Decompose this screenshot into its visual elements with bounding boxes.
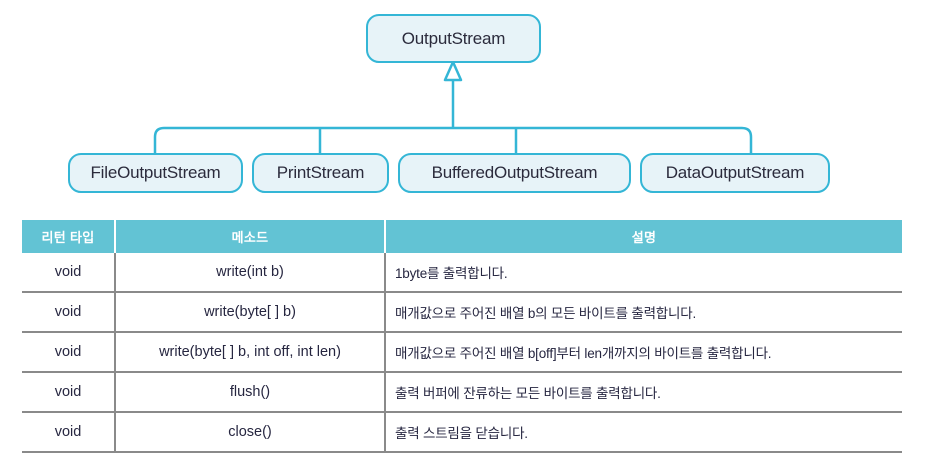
cell-return-type: void <box>22 412 116 453</box>
cell-return-type: void <box>22 372 116 413</box>
cell-return-type: void <box>22 332 116 373</box>
inheritance-arrowhead-icon <box>443 60 463 82</box>
cell-method: write(byte[ ] b, int off, int len) <box>115 332 386 373</box>
class-box-dataoutputstream[interactable]: DataOutputStream <box>640 153 830 193</box>
cell-description: 출력 스트림을 닫습니다. <box>385 412 902 453</box>
column-header-method: 메소드 <box>115 220 386 253</box>
class-box-label: OutputStream <box>401 28 506 48</box>
table-row: void write(int b) 1byte를 출력합니다. <box>22 253 902 293</box>
table-row: void close() 출력 스트림을 닫습니다. <box>22 412 902 453</box>
table-row: void flush() 출력 버퍼에 잔류하는 모든 바이트를 출력합니다. <box>22 372 902 413</box>
diagram-connectors <box>153 60 753 155</box>
class-box-label: FileOutputStream <box>90 163 221 182</box>
cell-method: flush() <box>115 372 386 413</box>
connector-bar <box>153 126 753 155</box>
class-box-printstream[interactable]: PrintStream <box>252 153 389 193</box>
class-box-outputstream[interactable]: OutputStream <box>366 14 541 63</box>
column-header-description: 설명 <box>385 220 902 253</box>
cell-method: write(byte[ ] b) <box>115 292 386 333</box>
class-box-bufferedoutputstream[interactable]: BufferedOutputStream <box>398 153 631 193</box>
class-box-label: DataOutputStream <box>665 163 805 182</box>
class-box-fileoutputstream[interactable]: FileOutputStream <box>68 153 243 193</box>
cell-return-type: void <box>22 253 116 293</box>
table-header-row: 리턴 타입 메소드 설명 <box>22 220 902 253</box>
class-hierarchy-diagram: OutputStream FileOutputStream PrintStrea… <box>0 0 940 210</box>
table-row: void write(byte[ ] b, int off, int len) … <box>22 332 902 373</box>
cell-method: write(int b) <box>115 253 386 293</box>
cell-description: 출력 버퍼에 잔류하는 모든 바이트를 출력합니다. <box>385 372 902 413</box>
cell-description: 매개값으로 주어진 배열 b의 모든 바이트를 출력합니다. <box>385 292 902 333</box>
class-box-label: PrintStream <box>276 163 365 182</box>
cell-description: 매개값으로 주어진 배열 b[off]부터 len개까지의 바이트를 출력합니다… <box>385 332 902 373</box>
cell-return-type: void <box>22 292 116 333</box>
column-header-return-type: 리턴 타입 <box>22 220 116 253</box>
cell-description: 1byte를 출력합니다. <box>385 253 902 293</box>
class-box-label: BufferedOutputStream <box>431 163 598 182</box>
cell-method: close() <box>115 412 386 453</box>
table-row: void write(byte[ ] b) 매개값으로 주어진 배열 b의 모든… <box>22 292 902 333</box>
method-table: 리턴 타입 메소드 설명 void write(int b) 1byte를 출력… <box>22 220 902 453</box>
